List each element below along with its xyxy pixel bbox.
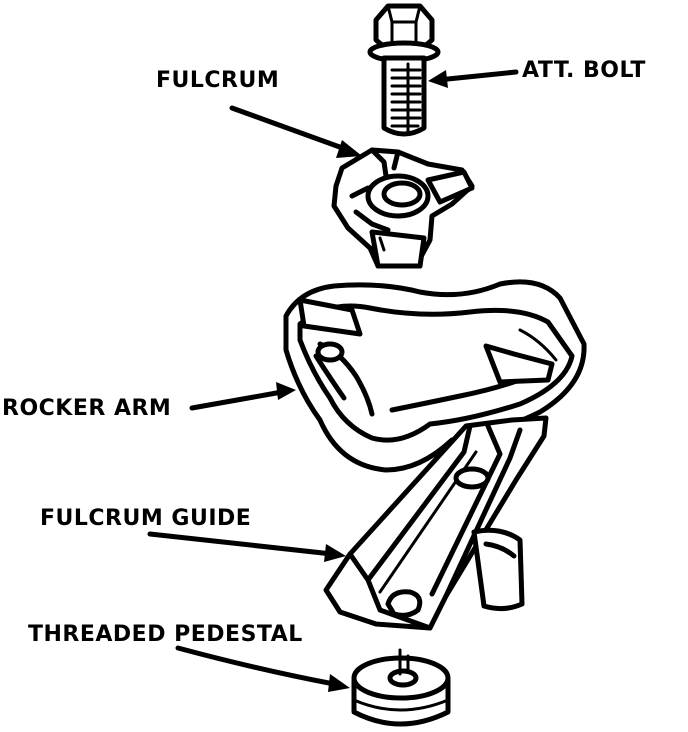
fulcrum-leader: [229, 105, 351, 153]
threaded-pedestal-arrowhead: [328, 674, 350, 692]
attachment-bolt: [367, 3, 441, 137]
rocker-arm-label: ROCKER ARM: [2, 396, 172, 421]
threaded-pedestal-label: THREADED PEDESTAL: [28, 622, 303, 647]
rocker-arm-leader: [189, 389, 285, 411]
att-bolt-label: ATT. BOLT: [522, 58, 646, 83]
fulcrum-guide-label: FULCRUM GUIDE: [40, 506, 252, 531]
att-bolt-arrowhead: [428, 70, 448, 88]
att-bolt-leader: [435, 69, 519, 83]
threaded-pedestal-leader: [175, 645, 337, 687]
rocker-arm-arrowhead: [276, 382, 296, 400]
fulcrum-guide-arrowhead: [324, 544, 346, 562]
fulcrum-arrowhead: [336, 140, 362, 158]
fulcrum-guide-leader: [147, 531, 335, 557]
leader-arrows: [147, 69, 519, 692]
pedestal-under-guide: [471, 527, 525, 612]
fulcrum-guide-part: [323, 415, 549, 631]
threaded-pedestal-part: [351, 648, 451, 727]
fulcrum-label: FULCRUM: [156, 68, 280, 93]
fulcrum-part: [331, 147, 475, 269]
